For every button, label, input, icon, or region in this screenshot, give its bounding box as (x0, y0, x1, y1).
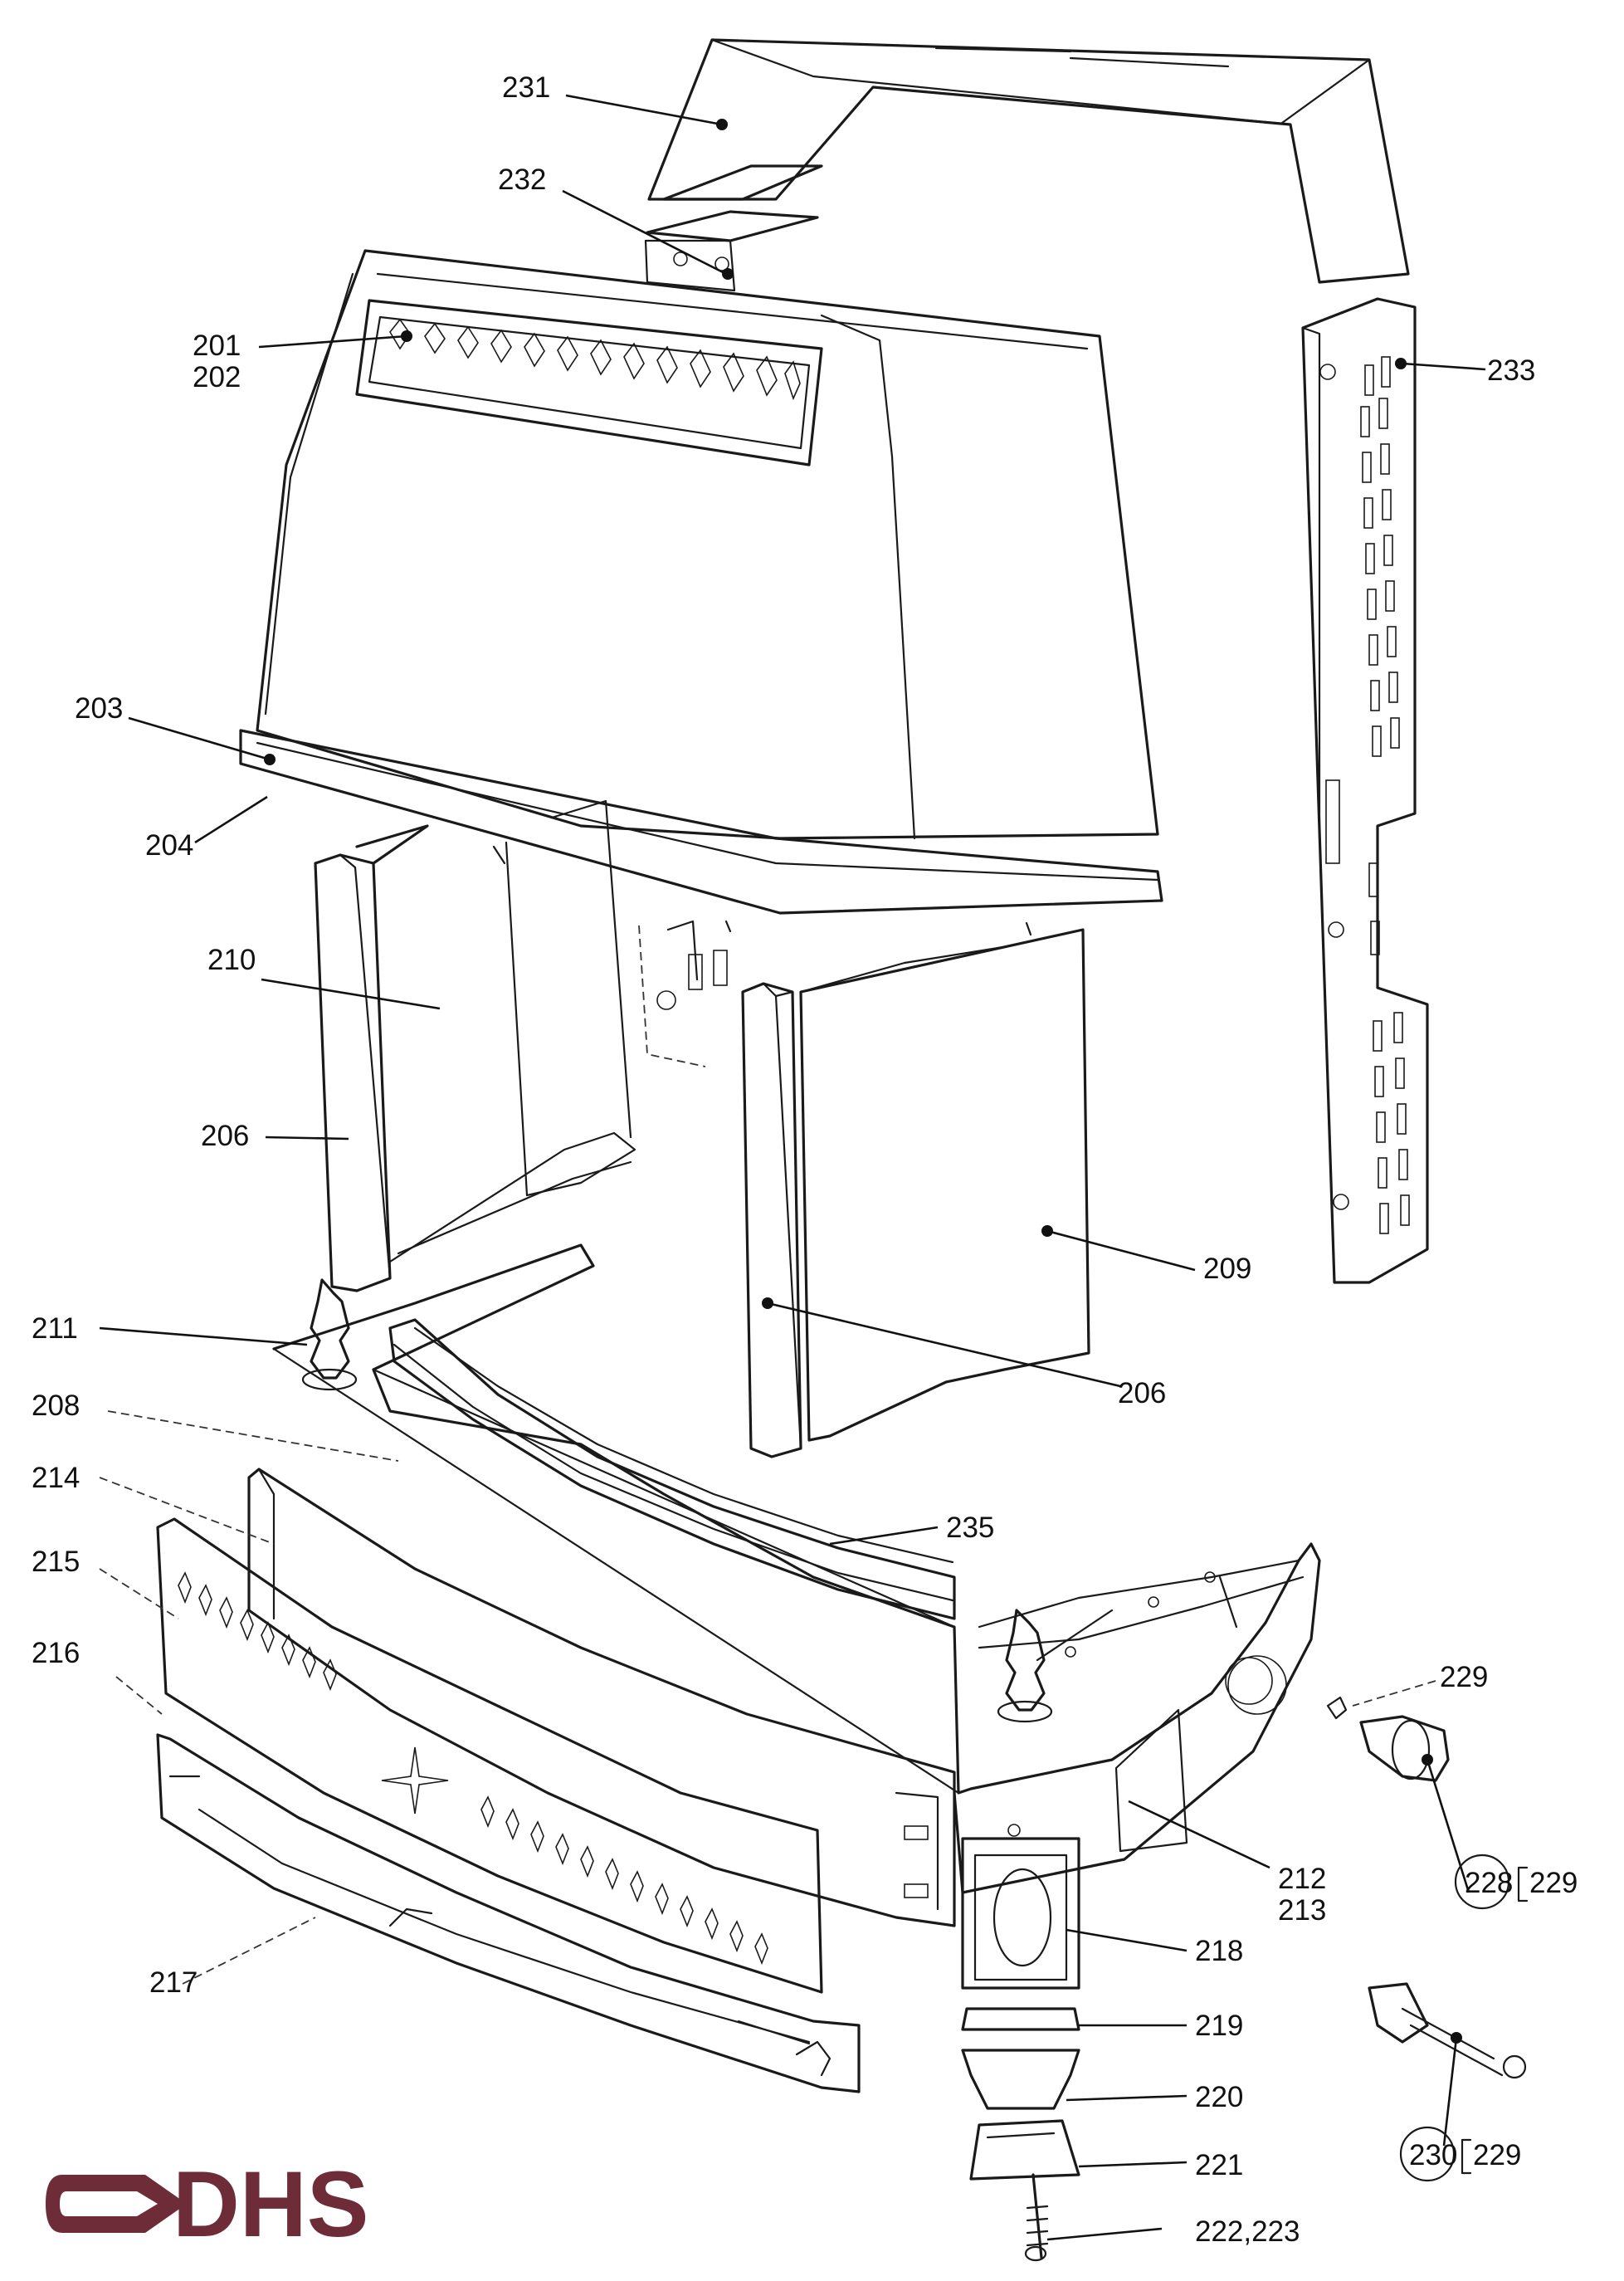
label-217: 217 (149, 1966, 198, 1999)
back-panel-detail (492, 845, 1032, 1067)
part-235-fire-bars (388, 1318, 956, 1620)
label-203: 203 (75, 692, 123, 725)
part-216-217-ashpan-front (156, 1733, 861, 2093)
label-210: 210 (207, 944, 256, 976)
part-233-side-upright (1301, 297, 1429, 1284)
label-229-b: 229 (1529, 1867, 1578, 1899)
label-215: 215 (32, 1546, 80, 1578)
part-215-front-grille (156, 1517, 823, 1994)
label-216: 216 (32, 1637, 80, 1669)
label-221: 221 (1195, 2149, 1243, 2181)
label-230: 230 (1409, 2139, 1457, 2171)
part-230-control-knob (1368, 1982, 1527, 2079)
label-204: 204 (145, 829, 193, 862)
dhs-logo-text: DHS (173, 2152, 368, 2256)
dhs-logo: DHS (46, 2152, 368, 2256)
label-232: 232 (498, 164, 546, 196)
part-201-202-canopy-hood (256, 249, 1159, 840)
callout-circle-228 (1454, 1854, 1510, 1910)
part-209-right-panel (741, 928, 1090, 1458)
label-206-left: 206 (201, 1120, 249, 1152)
bracket-230 (1461, 2138, 1472, 2175)
label-233: 233 (1487, 354, 1535, 387)
label-206-right: 206 (1118, 1377, 1166, 1409)
bracket-228 (1517, 1866, 1529, 1902)
leader-lines (99, 94, 1486, 2241)
part-210-left-panel (314, 799, 636, 1292)
label-212: 212 (1278, 1863, 1326, 1895)
part-211-finials (301, 1278, 1053, 1723)
label-201: 201 (193, 330, 241, 362)
part-232-small-bracket (644, 164, 823, 292)
part-labels: 231 232 201 202 233 203 204 210 206 209 … (32, 71, 1578, 2248)
part-208-base-frame (272, 1243, 1321, 1894)
label-220: 220 (1195, 2081, 1243, 2113)
label-229-c: 229 (1473, 2139, 1521, 2171)
label-228: 228 (1465, 1867, 1513, 1899)
label-202: 202 (193, 361, 241, 393)
label-229: 229 (1440, 1661, 1488, 1693)
label-214: 214 (32, 1462, 80, 1494)
label-209: 209 (1203, 1253, 1251, 1285)
part-218-222-leg-assembly (961, 1824, 1080, 2262)
label-235: 235 (946, 1512, 994, 1544)
label-222-223: 222,223 (1195, 2215, 1300, 2248)
label-208: 208 (32, 1390, 80, 1422)
part-228-control-knob (1326, 1696, 1450, 1782)
dhs-logo-mark (46, 2175, 187, 2233)
part-214-front-fret (247, 1468, 956, 1927)
callout-circle-230 (1399, 2126, 1456, 2182)
label-218: 218 (1195, 1935, 1243, 1967)
part-203-hood-rail (239, 729, 1163, 915)
label-219: 219 (1195, 2010, 1243, 2042)
part-231-top-bracket (647, 38, 1410, 284)
label-211: 211 (32, 1312, 78, 1345)
label-231: 231 (502, 71, 550, 104)
label-213: 213 (1278, 1894, 1326, 1927)
